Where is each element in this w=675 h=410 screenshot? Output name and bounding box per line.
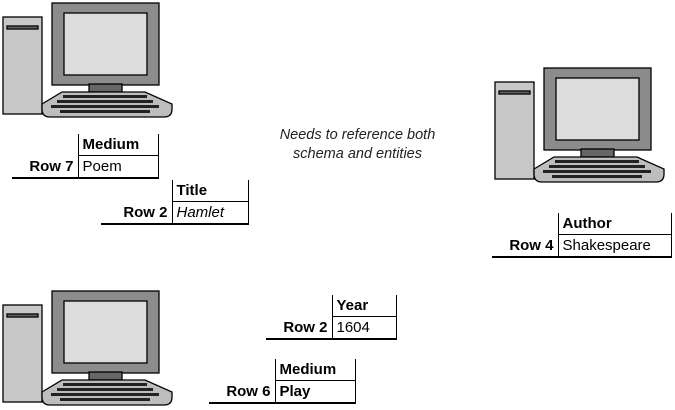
row-label: Row 4: [492, 234, 559, 258]
computer-icon-right: [492, 65, 675, 185]
fragment-table-row4-author: Author Row 4 Shakespeare: [492, 213, 672, 258]
column-header: Medium: [77, 134, 159, 156]
cell-value: Play: [275, 380, 356, 404]
fragment-table-row2-title: Title Row 2 Hamlet: [101, 180, 249, 225]
row-label: Row 2: [101, 201, 173, 225]
column-header: Author: [557, 213, 672, 235]
cell-value: Hamlet: [172, 201, 249, 225]
column-header: Title: [171, 180, 249, 202]
fragment-table-row7-medium: Medium Row 7 Poem: [12, 134, 159, 179]
computer-icon-bottom-left: [0, 288, 185, 408]
schema-note: Needs to reference both schema and entit…: [250, 126, 465, 164]
column-header: Medium: [274, 359, 356, 381]
note-line-1: Needs to reference both: [279, 127, 436, 143]
cell-value: Poem: [78, 155, 159, 179]
cell-value: Shakespeare: [558, 234, 672, 258]
row-label: Row 2: [266, 316, 333, 340]
fragment-table-row6-medium: Medium Row 6 Play: [209, 359, 356, 404]
cell-value: 1604: [332, 316, 397, 340]
row-label: Row 7: [12, 155, 79, 179]
column-header: Year: [331, 295, 397, 317]
row-label: Row 6: [209, 380, 276, 404]
note-line-2: schema and entities: [293, 146, 422, 162]
fragment-table-row2-year: Year Row 2 1604: [266, 295, 397, 340]
computer-icon-top-left: [0, 0, 185, 120]
